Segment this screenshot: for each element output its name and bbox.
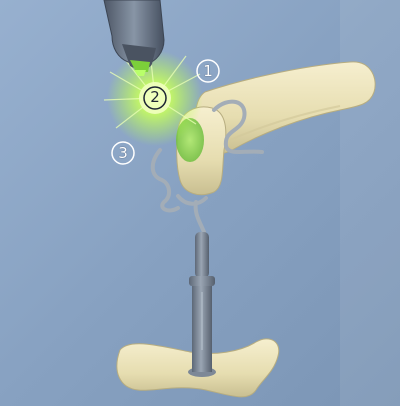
marker-2-label: 2: [143, 86, 167, 108]
marker-3-label: 3: [111, 142, 135, 164]
marker-1-label: 1: [196, 60, 220, 82]
